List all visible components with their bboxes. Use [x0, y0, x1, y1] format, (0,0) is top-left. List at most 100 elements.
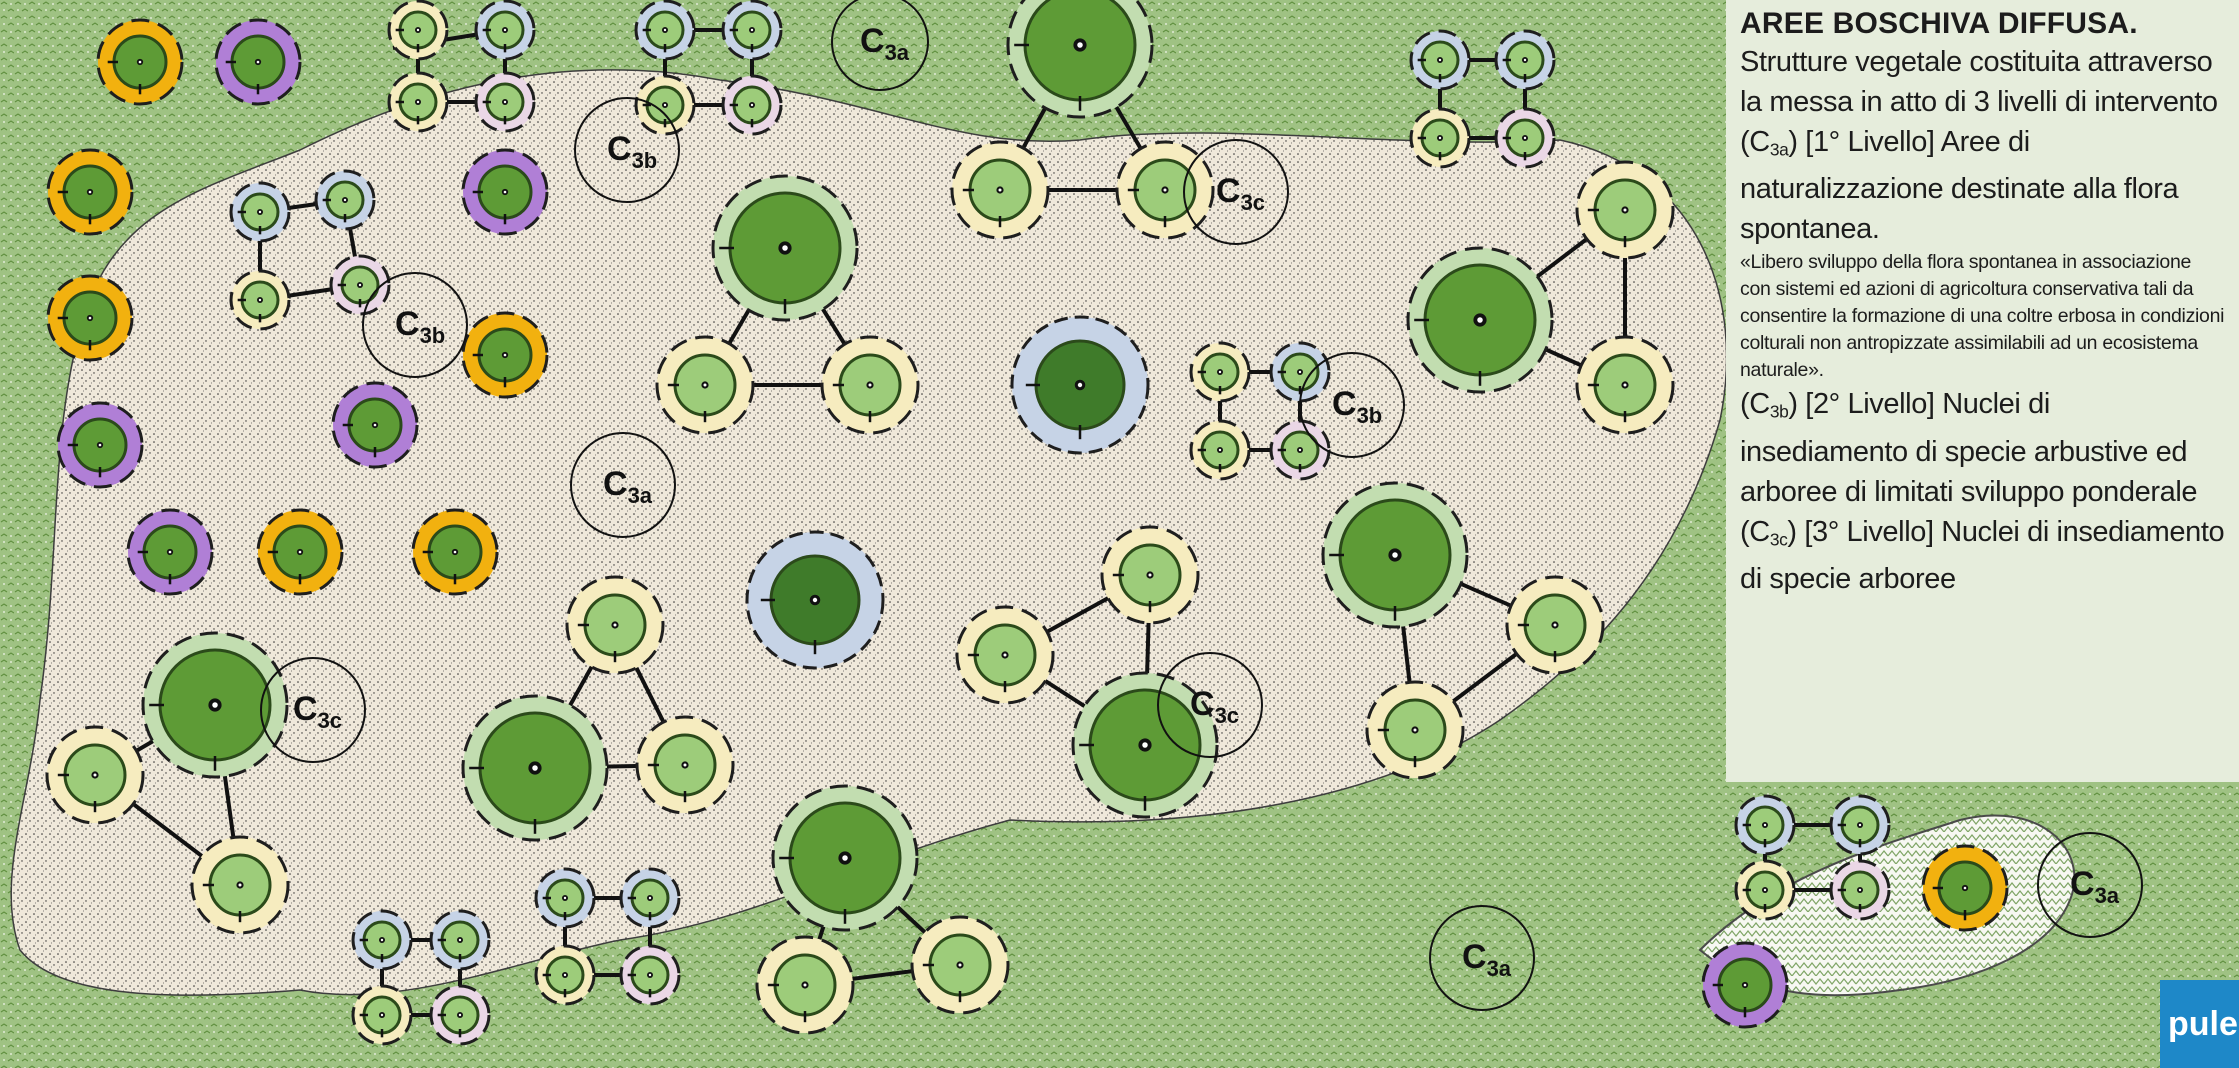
tree-trunk-dot [1858, 823, 1862, 827]
tree-symbol [1010, 315, 1150, 455]
tree-trunk-dot [358, 283, 362, 287]
clearing-area [10, 69, 1728, 996]
legend-c3c-sub: 3c [1769, 529, 1788, 550]
tree-symbol [1829, 794, 1891, 856]
zone-label-base: C [860, 22, 885, 60]
tree-trunk-dot [1392, 552, 1398, 558]
tree-trunk-dot [416, 28, 420, 32]
tree-symbol [331, 381, 419, 469]
tree-symbol [474, 71, 536, 133]
tree-symbol [1006, 0, 1154, 119]
tree-symbol [1409, 29, 1471, 91]
zone-label-c3a: C3a [1429, 905, 1535, 1011]
tree-trunk-dot [1438, 136, 1442, 140]
tree-symbol [950, 140, 1050, 240]
tree-trunk-dot [168, 550, 172, 554]
tree-trunk-dot [1523, 58, 1527, 62]
tree-symbol [711, 174, 859, 322]
zone-label-base: C [1332, 385, 1357, 423]
tree-symbol [721, 74, 783, 136]
tree-symbol [1406, 246, 1554, 394]
zone-label-sub: 3b [420, 323, 446, 348]
tree-trunk-dot [648, 973, 652, 977]
tree-trunk-dot [503, 190, 507, 194]
zone-label-c3c: C3c [1183, 139, 1289, 245]
tree-trunk-dot [458, 1013, 462, 1017]
tree-symbol [955, 605, 1055, 705]
tree-trunk-dot [138, 60, 142, 64]
tree-symbol [619, 867, 681, 929]
zone-label-sub: 3a [628, 483, 653, 508]
tree-trunk-dot [98, 443, 102, 447]
tree-trunk-dot [258, 298, 262, 302]
legend-c3a-sub: 3a [1769, 139, 1789, 160]
tree-symbol [1505, 575, 1605, 675]
tree-trunk-dot [1763, 888, 1767, 892]
tree-symbol [474, 0, 536, 61]
tree-trunk-dot [1438, 58, 1442, 62]
zone-label-text: C3b [1332, 385, 1382, 428]
tree-trunk-dot [563, 973, 567, 977]
brand-logo: puleri [2160, 980, 2239, 1068]
zone-label-base: C [1462, 938, 1487, 976]
tree-trunk-dot [503, 353, 507, 357]
tree-symbol [1575, 160, 1675, 260]
tree-symbol [214, 18, 302, 106]
tree-trunk-dot [458, 938, 462, 942]
zone-label-base: C [1190, 685, 1215, 723]
tree-trunk-dot [1623, 383, 1627, 387]
zone-label-c3b: C3b [574, 97, 680, 203]
tree-symbol [1494, 29, 1556, 91]
tree-symbol [351, 909, 413, 971]
zone-label-sub: 3c [1241, 190, 1265, 215]
tree-symbol [534, 867, 596, 929]
tree-trunk-dot [782, 245, 788, 251]
legend-c3b-text: [2° Livello] Nuclei di insediamento di s… [1740, 388, 2198, 508]
zone-label-ring [1183, 139, 1289, 245]
zone-label-c3b: C3b [362, 272, 468, 378]
zone-label-c3c: C3c [1157, 652, 1263, 758]
tree-trunk-dot [1218, 370, 1222, 374]
tree-trunk-dot [868, 383, 872, 387]
tree-trunk-dot [613, 623, 617, 627]
legend-title: AREE BOSCHIVA DIFFUSA. [1740, 7, 2138, 40]
tree-symbol [229, 181, 291, 243]
tree-trunk-dot [842, 855, 848, 861]
tree-trunk-dot [1477, 317, 1483, 323]
tree-trunk-dot [1298, 370, 1302, 374]
tree-symbol [387, 0, 449, 61]
zone-label-ring [831, 0, 929, 91]
tree-symbol [96, 18, 184, 106]
zone-label-text: C3a [2070, 865, 2120, 908]
zone-label-text: C3a [860, 22, 910, 65]
tree-symbol [1701, 941, 1789, 1029]
zone-label-c3a: C3a [2037, 832, 2143, 938]
tree-symbol [46, 274, 134, 362]
tree-symbol [429, 909, 491, 971]
tree-trunk-dot [1413, 728, 1417, 732]
tree-trunk-dot [563, 896, 567, 900]
tree-symbol [534, 944, 596, 1006]
zone-label-ring [362, 272, 468, 378]
tree-symbol [1071, 671, 1219, 819]
tree-trunk-dot [503, 100, 507, 104]
zone-label-sub: 3b [632, 148, 658, 173]
tree-trunk-dot [453, 550, 457, 554]
zone-label-text: C3b [395, 305, 445, 348]
tree-symbol [1365, 680, 1465, 780]
tree-trunk-dot [1763, 823, 1767, 827]
zone-label-sub: 3c [1215, 703, 1239, 728]
tree-trunk-dot [532, 765, 538, 771]
tree-trunk-dot [1553, 623, 1557, 627]
tree-symbol [45, 725, 145, 825]
tree-trunk-dot [750, 28, 754, 32]
tree-trunk-dot [1142, 742, 1148, 748]
zone-label-base: C [607, 130, 632, 168]
zone-label-text: C3a [1462, 938, 1512, 981]
zone-label-c3a: C3a [570, 432, 676, 538]
tree-symbol [1829, 859, 1891, 921]
tree-trunk-dot [683, 763, 687, 767]
zone-label-sub: 3a [885, 40, 910, 65]
tree-symbol [56, 401, 144, 489]
tree-symbol [461, 148, 549, 236]
